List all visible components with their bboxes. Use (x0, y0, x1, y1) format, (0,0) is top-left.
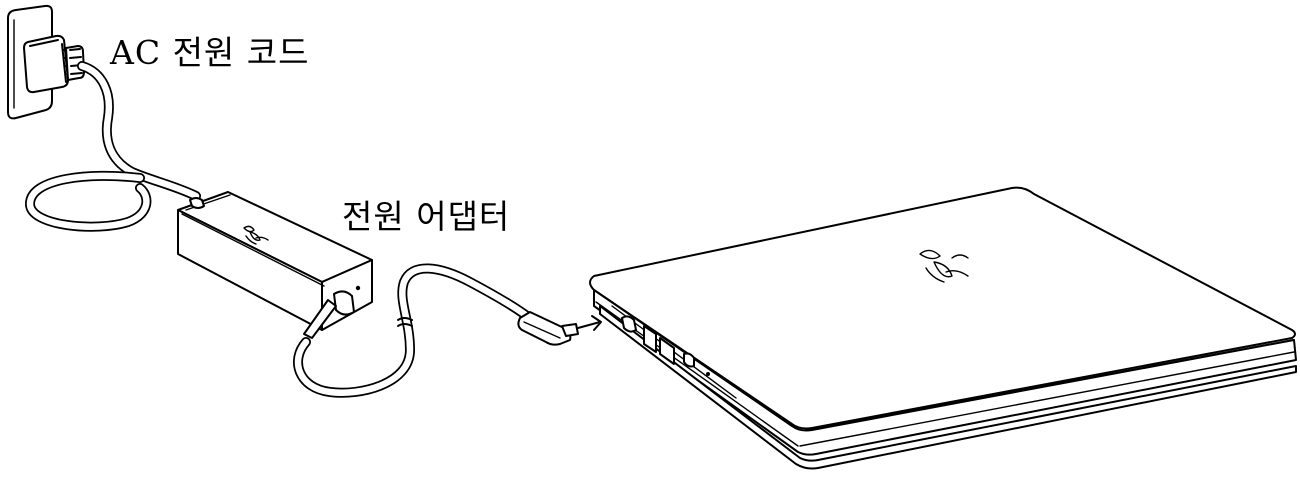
logo-icon (243, 225, 269, 245)
ac-cord-label: AC 전원 코드 (110, 33, 310, 72)
ac-plug-icon (23, 34, 85, 94)
dc-cable (293, 263, 537, 398)
power-adapter-label: 전원 어댑터 (342, 197, 511, 236)
ac-cord (25, 61, 201, 232)
logo-icon (919, 249, 969, 283)
laptop-icon (589, 186, 1297, 470)
usb-c-connector-icon (517, 311, 602, 346)
power-adapter-icon (177, 191, 373, 331)
